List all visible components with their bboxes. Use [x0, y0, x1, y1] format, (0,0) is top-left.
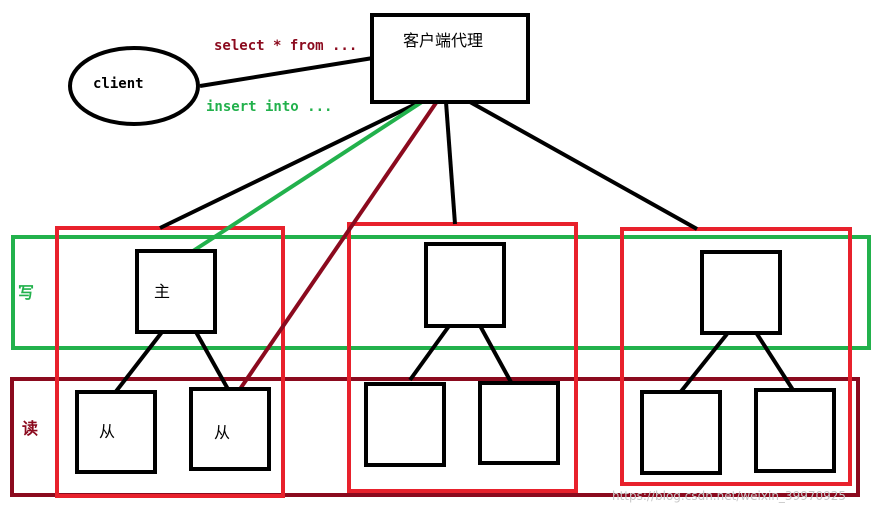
- client-label: client: [93, 76, 144, 92]
- master2-slave1-link: [408, 324, 451, 382]
- select-query-label: select * from ...: [214, 38, 357, 54]
- proxy-shard3-link: [469, 100, 698, 231]
- slave-label-2: 从: [214, 423, 230, 442]
- master1-slave2-link: [194, 331, 231, 392]
- master3-slave2-link: [755, 332, 795, 392]
- client-node: [68, 46, 200, 126]
- shard-group-1: [55, 226, 285, 498]
- master-node-3: [700, 250, 782, 335]
- read-row-band: [10, 377, 860, 497]
- slave-node-1b: [189, 387, 271, 471]
- master-label: 主: [154, 282, 170, 301]
- slave-node-3b: [754, 388, 836, 473]
- slave-node-2a: [364, 382, 446, 467]
- proxy-label: 客户端代理: [403, 31, 483, 50]
- master1-slave1-link: [112, 330, 164, 396]
- write-row-band: [11, 235, 871, 350]
- write-row-label: 写: [18, 283, 34, 302]
- slave-node-1a: [75, 390, 157, 474]
- shard-group-3: [620, 227, 852, 486]
- insert-query-label: insert into ...: [206, 99, 332, 115]
- shard-group-2: [347, 222, 578, 493]
- write-path-line: [191, 98, 427, 253]
- proxy-shard1-link: [159, 100, 421, 230]
- client-proxy-link: [199, 56, 374, 88]
- slave-label-1: 从: [99, 422, 115, 441]
- proxy-shard2-link: [444, 101, 457, 225]
- proxy-node: [370, 13, 530, 104]
- read-row-label: 读: [22, 419, 38, 438]
- read-path-line: [236, 98, 440, 394]
- slave-node-2b: [478, 381, 560, 465]
- watermark-text: https://blog.csdn.net/weixin_39970925: [612, 489, 846, 503]
- master-node-1: [135, 249, 217, 334]
- master-node-2: [424, 242, 506, 328]
- master2-slave2-link: [476, 321, 514, 385]
- slave-node-3a: [640, 390, 722, 475]
- master3-slave1-link: [677, 332, 729, 396]
